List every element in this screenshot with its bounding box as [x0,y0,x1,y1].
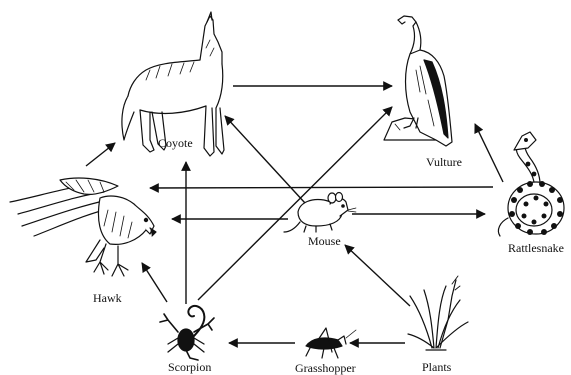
hawk-illustration [10,178,156,276]
label-scorpion: Scorpion [168,360,211,374]
label-hawk: Hawk [93,291,122,305]
grasshopper-illustration [306,328,356,358]
arrow-scorpion-to-hawk [142,263,167,302]
coyote-illustration [122,12,224,156]
arrow-scorpion-to-vulture [198,107,392,300]
arrow-vulture-to-rattlesnake [475,124,503,182]
label-vulture: Vulture [426,155,462,169]
label-grasshopper: Grasshopper [295,361,356,375]
vulture-illustration [384,16,452,146]
label-coyote: Coyote [158,136,193,150]
arrow-rattlesnake-to-hawk [150,187,493,188]
scorpion-illustration [160,306,214,360]
rattlesnake-illustration [498,132,564,236]
arrow-plants-to-mouse [345,245,410,306]
label-mouse: Mouse [308,234,341,248]
arrow-hawk-to-coyote [86,143,115,166]
plants-illustration [408,276,468,350]
label-rattlesnake: Rattlesnake [508,241,564,255]
arrow-mouse-to-coyote [225,116,305,203]
mouse-illustration [284,193,356,233]
label-plants: Plants [422,360,452,374]
